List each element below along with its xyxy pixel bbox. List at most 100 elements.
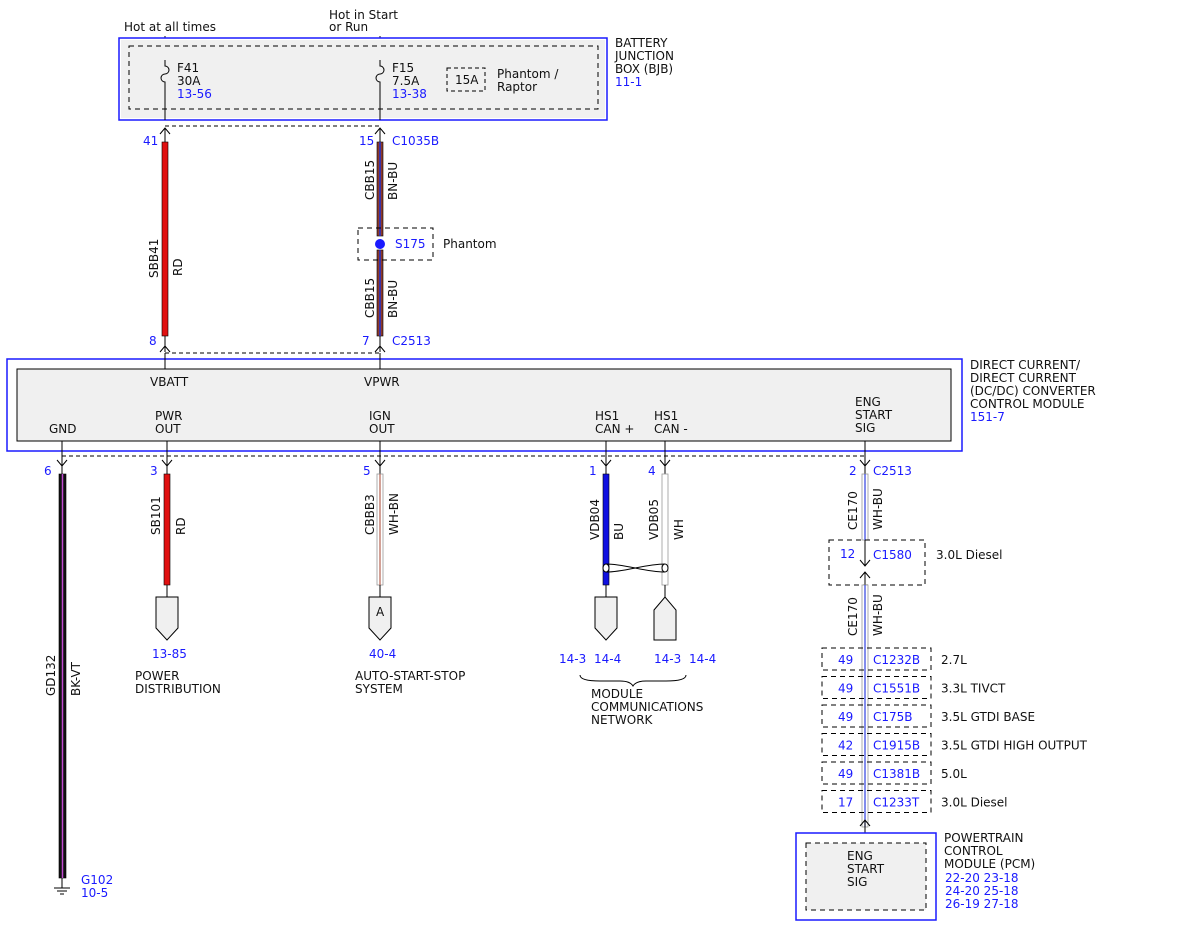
pcm-refs-3[interactable]: 26-19 27-18 [945, 897, 1019, 911]
inline-connector-id[interactable]: C1915B [873, 739, 920, 753]
connector-c1035b[interactable]: C1035B [392, 134, 439, 148]
inline-connector-id[interactable]: C1381B [873, 767, 920, 781]
dcdc-title-4: CONTROL MODULE [970, 397, 1085, 411]
fuse-f15-icon [375, 60, 385, 120]
pin-1: 1 [589, 464, 597, 478]
inline-connector-box [821, 790, 932, 813]
pcm-title-3: MODULE (PCM) [944, 857, 1035, 871]
inline-connector-id[interactable]: C175B [873, 710, 913, 724]
inline-connector-note: 3.5L GTDI HIGH OUTPUT [941, 739, 1088, 753]
inline-connector-pin: 42 [838, 739, 853, 753]
bjb-ref[interactable]: 11-1 [615, 75, 642, 89]
wire-sb101[interactable] [163, 473, 171, 586]
inline-connector-pin: 49 [838, 682, 853, 696]
power-distribution-arrow-icon[interactable] [155, 596, 179, 641]
connector-c1580-pin: 12 [840, 547, 855, 561]
wire-cbb15-id-2: CBB15 [363, 278, 377, 318]
arrow-icon [859, 559, 871, 567]
dcdc-title: DIRECT CURRENT/ [970, 358, 1081, 372]
can-ref-4[interactable]: 14-4 [689, 652, 716, 666]
hot-at-all-times-label: Hot at all times [124, 20, 216, 34]
can-ref-3[interactable]: 14-3 [654, 652, 681, 666]
pcm-refs[interactable]: 22-20 23-18 [945, 871, 1019, 885]
pin-label-ign-out-2: OUT [369, 422, 395, 436]
pcm-pin-label: ENG [847, 849, 873, 863]
fuse-f15-ref[interactable]: 13-38 [392, 87, 427, 101]
can-minus-arrow-icon[interactable] [653, 596, 677, 641]
fuse-f41-rating: 30A [177, 74, 201, 88]
wire-cbb15-color-2: BN-BU [386, 280, 400, 318]
pcm-pin-label-3: SIG [847, 875, 867, 889]
pin-41: 41 [143, 134, 158, 148]
auto-start-stop-ref[interactable]: 40-4 [369, 647, 396, 661]
inline-connector-id[interactable]: C1232B [873, 653, 920, 667]
inline-connector-id[interactable]: C1551B [873, 682, 920, 696]
dcdc-converter-module: VBATT VPWR GND PWR OUT IGN OUT HS1 CAN +… [6, 353, 963, 452]
fuse-f15-rating: 7.5A [392, 74, 420, 88]
pin-label-gnd: GND [49, 422, 77, 436]
inline-connector-pin: 17 [838, 796, 853, 810]
pin-label-pwr-out-2: OUT [155, 422, 181, 436]
pin-15: 15 [359, 134, 374, 148]
wire-ce170-id-2: CE170 [846, 597, 860, 636]
mcn-label-3: NETWORK [591, 713, 654, 727]
ground-g102-ref[interactable]: 10-5 [81, 886, 108, 900]
wire-ce170-color: WH-BU [871, 488, 885, 530]
connector-c2513-top[interactable]: C2513 [392, 334, 431, 348]
wire-cbb15-id: CBB15 [363, 160, 377, 200]
pin-5: 5 [363, 464, 371, 478]
bjb-title-2: JUNCTION [614, 49, 674, 63]
inline-connector-id[interactable]: C1233T [873, 796, 920, 810]
alt-fuse-note-2: Raptor [497, 80, 537, 94]
connector-c1580[interactable]: C1580 [873, 548, 912, 562]
pin-label-hs1-can-minus-2: CAN - [654, 422, 688, 436]
splice-s175-dot[interactable] [375, 239, 385, 249]
auto-start-stop-tag: A [376, 605, 385, 619]
wire-sb101-id: SB101 [149, 496, 163, 535]
fuse-f41-ref[interactable]: 13-56 [177, 87, 212, 101]
power-distribution-ref[interactable]: 13-85 [152, 647, 187, 661]
pin-label-hs1-can-plus: HS1 [595, 409, 619, 423]
connector-c1580-box [828, 539, 926, 586]
inline-connector-note: 5.0L [941, 767, 967, 781]
power-distribution-label-2: DISTRIBUTION [135, 682, 221, 696]
wire-cbbb3-id: CBBB3 [363, 494, 377, 535]
ground-g102[interactable]: G102 [81, 873, 113, 887]
pin-label-hs1-can-minus: HS1 [654, 409, 678, 423]
brace-icon [579, 674, 687, 687]
wire-ce170-id: CE170 [846, 491, 860, 530]
connector-c1580-note: 3.0L Diesel [936, 548, 1003, 562]
wire-sbb41-id: SBB41 [147, 239, 161, 278]
can-ref[interactable]: 14-3 [559, 652, 586, 666]
twisted-pair-icon [602, 563, 669, 573]
mcn-label: MODULE [591, 687, 643, 701]
mcn-label-2: COMMUNICATIONS [591, 700, 703, 714]
dcdc-title-3: (DC/DC) CONVERTER [970, 384, 1096, 398]
hot-in-start-label: Hot in Start [329, 8, 398, 22]
powertrain-control-module: ENG START SIG [795, 832, 937, 921]
pin-2: 2 [849, 464, 857, 478]
pin-label-ign-out: IGN [369, 409, 391, 423]
pin-4: 4 [648, 464, 656, 478]
wire-sbb41-color: RD [171, 258, 185, 276]
pcm-title: POWERTRAIN [944, 831, 1024, 845]
auto-start-stop-arrow-icon[interactable] [368, 596, 392, 641]
inline-connector-box [821, 704, 932, 728]
dcdc-ref[interactable]: 151-7 [970, 410, 1005, 424]
arrow-icon [374, 345, 386, 353]
pcm-refs-2[interactable]: 24-20 25-18 [945, 884, 1019, 898]
bjb-title-3: BOX (BJB) [615, 62, 673, 76]
inline-connector-box [821, 761, 932, 785]
can-plus-arrow-icon[interactable] [594, 596, 618, 641]
wire-vdb05-color: WH [672, 519, 686, 540]
pin-label-hs1-can-plus-2: CAN + [595, 422, 634, 436]
alt-fuse-note: Phantom / [497, 67, 559, 81]
can-ref-2[interactable]: 14-4 [594, 652, 621, 666]
power-distribution-label: POWER [135, 669, 179, 683]
inline-connector-pin: 49 [838, 710, 853, 724]
wire-sbb41[interactable] [161, 141, 169, 337]
inline-connector-note: 3.5L GTDI BASE [941, 710, 1035, 724]
connector-c2513-bottom[interactable]: C2513 [873, 464, 912, 478]
battery-junction-box: F41 30A 13-56 F15 7.5A 13-38 15A Phantom… [118, 37, 608, 121]
splice-s175[interactable]: S175 [395, 237, 426, 251]
